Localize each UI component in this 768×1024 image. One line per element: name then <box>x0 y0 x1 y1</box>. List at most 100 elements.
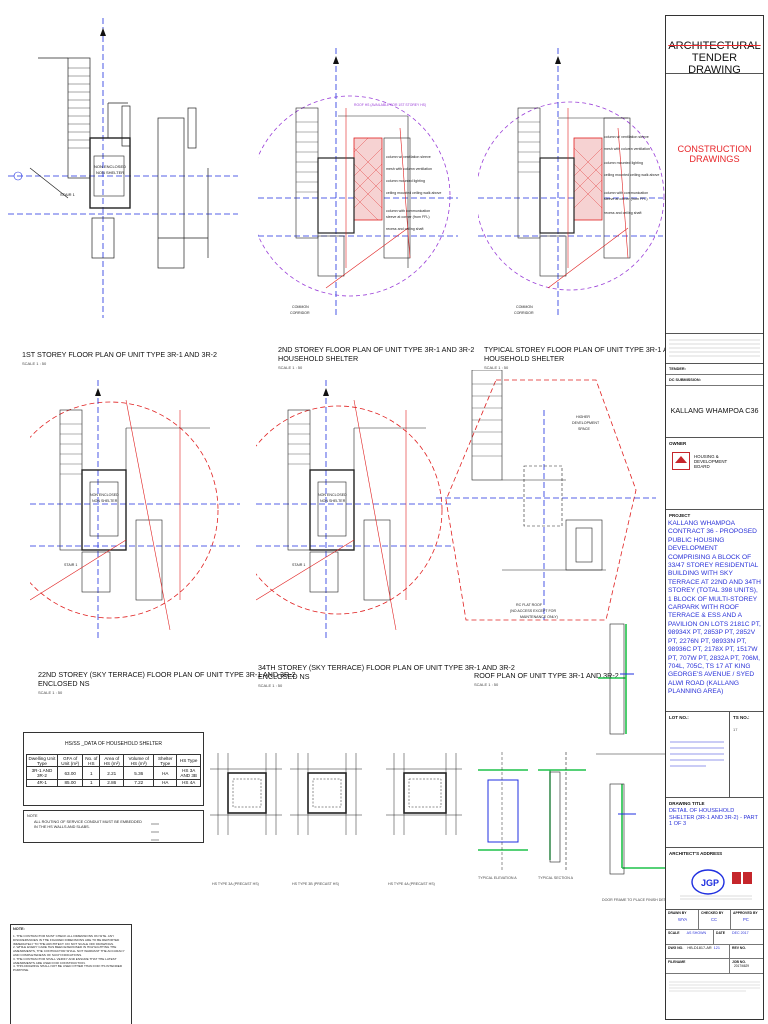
svg-text:column mounted lighting: column mounted lighting <box>386 179 425 183</box>
note-box-label: NOTE <box>27 814 38 818</box>
table-header: Dwelling Unit Type <box>26 753 58 768</box>
tb-job-label: JOB NO. <box>732 960 746 964</box>
svg-text:CORRIDOR: CORRIDOR <box>514 311 534 315</box>
table-header: Area of HS (m²) <box>99 753 125 768</box>
detail-wall-section <box>596 614 668 894</box>
tb-drawing-title-section: DRAWING TITLE DETAIL OF HOUSEHOLD SHELTE… <box>666 798 763 848</box>
tb-owner-label: OWNER <box>669 441 687 446</box>
svg-text:NON SHELTER: NON SHELTER <box>320 499 346 503</box>
table-cell: 1 <box>82 766 101 780</box>
note-item: 1. THE CONTRACTOR MUST CHECK ALL DIMENSI… <box>13 934 120 946</box>
plan-1-scale: SCALE 1 : 50 <box>22 361 47 366</box>
table-header-row: Dwelling Unit Type GFA of Unit (m²) No. … <box>26 753 201 768</box>
plan-2-title-line1: 2ND STOREY FLOOR PLAN OF UNIT TYPE 3R-1 … <box>278 345 475 354</box>
tb-footer <box>666 974 763 1020</box>
tb-tender-label: TENDER: <box>669 367 686 371</box>
table-cell: HS 4A <box>176 778 201 788</box>
svg-text:sleeve at corner (from FFL): sleeve at corner (from FFL) <box>604 197 648 201</box>
table-cell: HA <box>153 778 178 788</box>
tb-rev-cell: REV NO. <box>730 945 763 958</box>
detail-hs-4a <box>384 749 464 839</box>
plan-4-title-line1: 22ND STOREY (SKY TERRACE) FLOOR PLAN OF … <box>38 670 296 679</box>
tb-dwg-suffix: 121 <box>713 946 721 950</box>
svg-text:ceiling mounted ceiling walk a: ceiling mounted ceiling walk above <box>386 191 441 195</box>
svg-text:RC FLAT ROOF: RC FLAT ROOF <box>516 603 543 607</box>
table-header: GFA of Unit (m²) <box>56 753 84 768</box>
svg-text:SPACE: SPACE <box>578 427 591 431</box>
note-box-text: ALL ROUTING OF SERVICE CONDUIT MUST BE E… <box>34 820 142 829</box>
tb-filename-cell: FILENAME <box>666 959 730 973</box>
svg-text:(NO ACCESS EXCEPT FOR: (NO ACCESS EXCEPT FOR <box>510 609 556 613</box>
detail-hs-3b-title: HS TYPE 3B (PRECAST HS) <box>292 882 339 886</box>
tb-ts-label: TS NO.: <box>733 715 750 720</box>
note-item: 4. THIS DRAWING SHALL NOT BE USED OTHER … <box>13 964 123 973</box>
plan-2nd-storey: column w/ ventilation sleeve mesh with c… <box>258 18 468 338</box>
tb-tender-row: TENDER: <box>666 364 763 375</box>
tb-dwg-row: DWG NO. HB-D1817-AR 121 REV NO. <box>666 945 763 959</box>
tb-contract-name: KALLANG WHAMPOA C36 <box>670 406 759 415</box>
table-cell: 2.86 <box>99 778 125 788</box>
tb-dwg-label: DWG NO. <box>668 946 684 950</box>
tb-project-text: KALLANG WHAMPOA CONTRACT 36 - PROPOSED P… <box>668 520 761 696</box>
tb-job-cell: JOB NO. 2017/6629 <box>730 959 763 973</box>
detail-section-title: TYPICAL SECTION A <box>538 876 574 880</box>
tb-project-section: PROJECT KALLANG WHAMPOA CONTRACT 36 - PR… <box>666 510 763 712</box>
plan-3-title-line2: HOUSEHOLD SHELTER <box>484 354 565 363</box>
detail-elevation-title: TYPICAL ELEVATION A <box>478 876 517 880</box>
tb-dc-label: DC SUBMISSION: <box>669 378 701 382</box>
tb-date-value: DEC 2017 <box>732 931 749 935</box>
plan-1-title: 1ST STOREY FLOOR PLAN OF UNIT TYPE 3R-1 … <box>22 350 218 359</box>
table-cell: 63.00 <box>56 766 84 780</box>
tb-checked-label: CHECKED BY <box>701 911 724 915</box>
tb-heading: TENDER DRAWING <box>688 52 741 76</box>
title-block: ARCHITECTURAL TENDER DRAWING CONSTRUCTIO… <box>665 15 764 1020</box>
table-row: 4R-1 85.00 1 2.86 7.22 HA HS 4A <box>26 778 201 788</box>
svg-text:NON SHELTER: NON SHELTER <box>92 499 118 503</box>
detail-hs-3a-title: HS TYPE 3A (PRECAST HS) <box>212 882 259 886</box>
tb-lot-label: LOT NO.: <box>669 715 689 720</box>
table-header: HS Type <box>176 753 201 768</box>
plan-3-scale: SCALE 1 : 50 <box>484 365 509 370</box>
tb-scale-row: SCALE AS SHOWN DATE DEC 2017 <box>666 930 763 945</box>
table-cell: 2.21 <box>99 766 125 780</box>
svg-text:MAINTENANCE ONLY): MAINTENANCE ONLY) <box>520 615 558 619</box>
svg-text:column mounted lighting: column mounted lighting <box>604 161 643 165</box>
detail-hs-3a <box>208 749 284 839</box>
hdb-logo-icon <box>672 452 690 470</box>
plan-2-title-line2: HOUSEHOLD SHELTER <box>278 354 359 363</box>
tb-drawn-cell: DRAWN BY WYA <box>666 910 699 929</box>
plan-5-title-line1: 34TH STOREY (SKY TERRACE) FLOOR PLAN OF … <box>258 663 515 672</box>
plan-typical-storey: column w/ ventilation sleeve mesh with c… <box>478 18 668 338</box>
svg-text:COMMON: COMMON <box>516 305 533 309</box>
plan-4-title-line2: ENCLOSED NS <box>38 679 90 688</box>
tb-dwg-value: HB-D1817-AR <box>687 946 712 950</box>
tb-lot-lines <box>670 741 724 767</box>
tb-owner-name: HOUSING & DEVELOPMENT BOARD <box>694 454 728 469</box>
tb-checked-cell: CHECKED BY CC <box>699 910 731 929</box>
hs-data-table: Dwelling Unit Type GFA of Unit (m²) No. … <box>26 753 201 788</box>
tb-architect-section: ARCHITECT'S ADDRESS JGP <box>666 848 763 910</box>
detail-hs-4a-title: HS TYPE 4A (PRECAST HS) <box>388 882 435 886</box>
table-cell: HA <box>153 766 178 780</box>
hs-table-box: HS/SS _DATA OF HOUSEHOLD SHELTER Dwellin… <box>23 732 204 806</box>
table-cell: 85.00 <box>56 778 84 788</box>
tb-dwg-cell: DWG NO. HB-D1817-AR 121 <box>666 945 730 958</box>
plan-2-scale: SCALE 1 : 50 <box>278 365 303 370</box>
svg-text:mesh with column ventilation: mesh with column ventilation <box>386 167 432 171</box>
svg-text:NON ENCLOSED: NON ENCLOSED <box>90 493 119 497</box>
svg-text:column with communication: column with communication <box>386 209 430 213</box>
tb-heading-section: ARCHITECTURAL TENDER DRAWING <box>666 16 763 76</box>
tb-ts-cell: TS NO.: 17 <box>730 712 763 798</box>
plan-5-scale: SCALE 1 : 50 <box>258 683 283 688</box>
svg-text:column with communication: column with communication <box>604 191 648 195</box>
svg-text:NON ENCLOSED: NON ENCLOSED <box>318 493 347 497</box>
tb-footer-lines <box>669 981 760 992</box>
svg-text:ceiling mounted ceiling walk a: ceiling mounted ceiling walk above <box>604 173 659 177</box>
svg-text:sleeve at corner (from FFL): sleeve at corner (from FFL) <box>386 215 430 219</box>
plan-6-scale: SCALE 1 : 50 <box>474 682 499 687</box>
table-cell: 1 <box>82 778 101 788</box>
table-cell: HS 3A AND 3B <box>176 766 201 780</box>
table-header: Shelter Type <box>153 753 178 768</box>
